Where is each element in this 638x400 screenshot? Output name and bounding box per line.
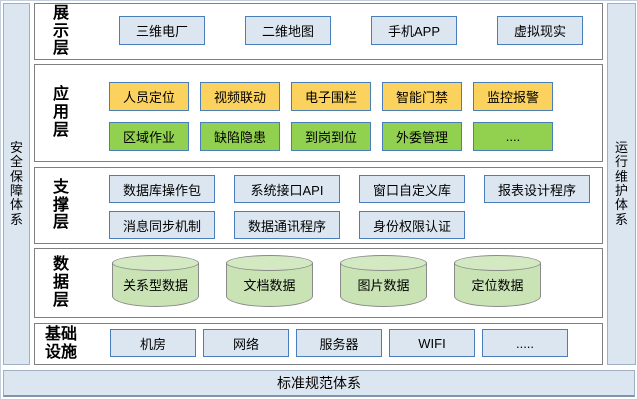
application-node: 外委管理: [382, 122, 462, 151]
cylinder-label: 定位数据: [471, 278, 524, 293]
layer-support-label: 支撑层: [52, 178, 69, 232]
support-node: 消息同步机制: [109, 211, 215, 239]
layer-support: 支撑层 数据库操作包系统接口API 窗口自定义库报表设计程序 消息同步机制数据通讯…: [34, 167, 603, 244]
application-node: 视频联动: [200, 82, 280, 111]
application-node: 区域作业: [109, 122, 189, 151]
support-node: 数据通讯程序: [234, 211, 340, 239]
application-node: 智能门禁: [382, 82, 462, 111]
application-node: 人员定位: [109, 82, 189, 111]
support-node: 身份权限认证: [359, 211, 465, 239]
data-items-row: 关系型数据 文档数据 图片数据 定位数据: [111, 255, 541, 307]
application-node: 监控报警: [473, 82, 553, 111]
presentation-node: 虚拟现实: [497, 16, 583, 45]
support-node: 窗口自定义库: [359, 175, 465, 203]
right-rail-label: 运行维护体系: [614, 140, 628, 227]
infrastructure-node: 机房: [110, 329, 196, 357]
presentation-node: 手机APP: [371, 16, 457, 45]
bottom-bar-label: 标准规范体系: [277, 375, 361, 391]
application-node: 到岗到位: [291, 122, 371, 151]
infrastructure-node: .....: [482, 329, 568, 357]
database-cylinder: 关系型数据: [111, 255, 199, 307]
presentation-node: 二维地图: [245, 16, 331, 45]
layer-data: 数据层 关系型数据 文档数据 图片数据 定位数据: [34, 248, 603, 318]
left-rail-security-system: 安全保障体系: [3, 3, 30, 365]
presentation-items-row: 三维电厂 二维地图 手机APP 虚拟现实: [119, 16, 583, 45]
infrastructure-node: 服务器: [296, 329, 382, 357]
cylinder-label: 关系型数据: [122, 278, 188, 293]
presentation-node: 三维电厂: [119, 16, 205, 45]
bottom-bar-standards-system: 标准规范体系: [3, 370, 635, 397]
support-items-row-2: 消息同步机制数据通讯程序身份权限认证: [109, 211, 465, 239]
infrastructure-node: WIFI: [389, 329, 475, 357]
left-rail-label: 安全保障体系: [9, 140, 23, 227]
support-node: 报表设计程序: [484, 175, 590, 203]
right-rail-operation-system: 运行维护体系: [607, 3, 636, 365]
database-cylinder: 图片数据: [339, 255, 427, 307]
application-items-row-2: 区域作业缺陷隐患到岗到位外委管理....: [109, 122, 553, 151]
application-node: 缺陷隐患: [200, 122, 280, 151]
cylinder-label: 文档数据: [243, 278, 296, 293]
database-cylinder: 定位数据: [453, 255, 541, 307]
layer-presentation-label: 展示层: [52, 4, 69, 58]
database-cylinder: 文档数据: [225, 255, 313, 307]
layer-data-label: 数据层: [52, 256, 69, 309]
layer-infrastructure-label: 基础设施: [44, 326, 77, 361]
application-items-row-1: 人员定位视频联动电子围栏智能门禁监控报警: [109, 82, 553, 111]
layer-application: 应用层 人员定位视频联动电子围栏智能门禁监控报警 区域作业缺陷隐患到岗到位外委管…: [34, 64, 603, 162]
layer-application-label: 应用层: [52, 86, 69, 139]
infrastructure-node: 网络: [203, 329, 289, 357]
application-node: 电子围栏: [291, 82, 371, 111]
layer-presentation: 展示层 三维电厂 二维地图 手机APP 虚拟现实: [34, 3, 603, 60]
support-node: 数据库操作包: [109, 175, 215, 203]
support-items-row-1: 数据库操作包系统接口API 窗口自定义库报表设计程序: [109, 175, 590, 203]
application-node: ....: [473, 122, 553, 151]
support-node: 系统接口API: [234, 175, 340, 203]
cylinder-label: 图片数据: [357, 278, 410, 293]
